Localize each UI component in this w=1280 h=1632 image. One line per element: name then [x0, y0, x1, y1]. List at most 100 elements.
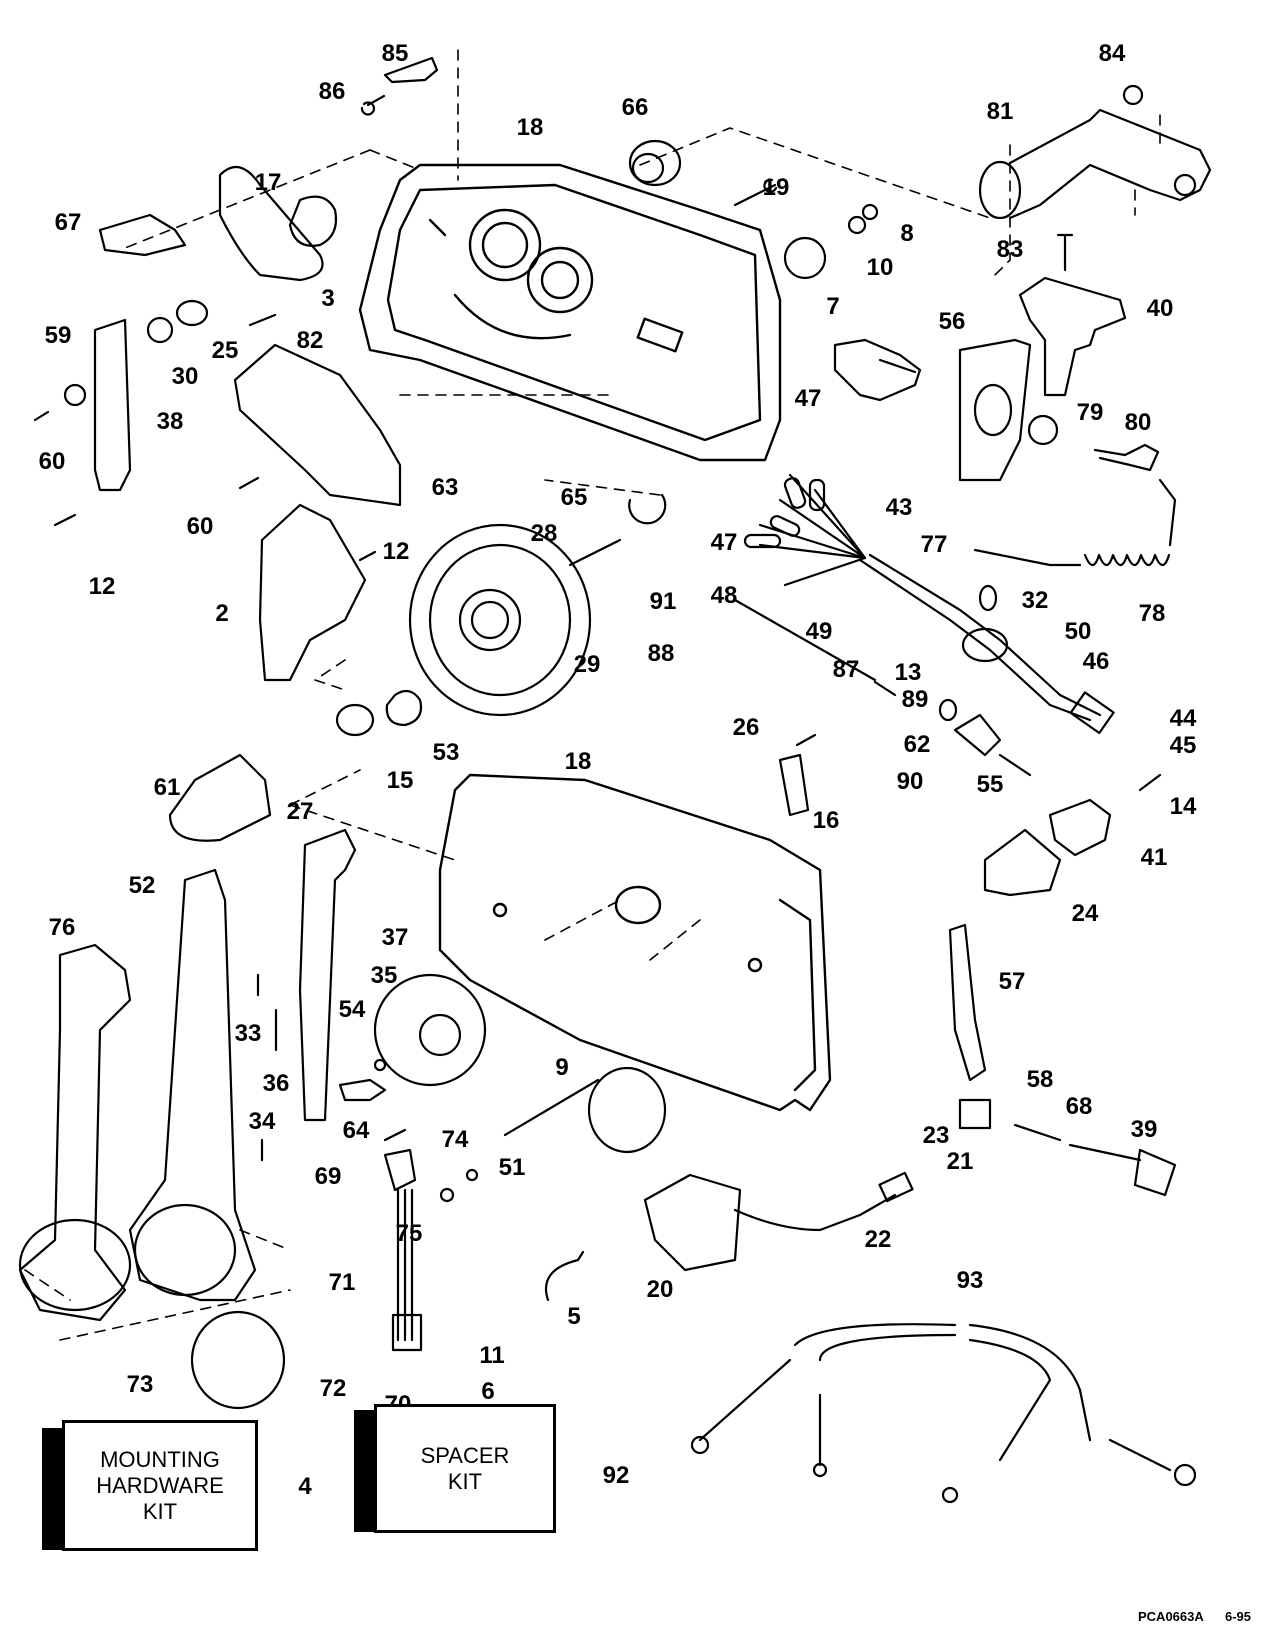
callout-40: 40	[1146, 295, 1174, 322]
callout-18: 18	[516, 114, 544, 141]
callout-63: 63	[431, 474, 459, 501]
callout-16: 16	[812, 807, 840, 834]
callout-3: 3	[321, 285, 335, 312]
screw-82	[248, 313, 277, 327]
washer-59	[63, 383, 87, 407]
figure-code: PCA0663A	[1138, 1609, 1204, 1624]
spacer-kit-box: SPACER KIT	[374, 1404, 556, 1533]
mounting-hardware-kit-label: MOUNTING HARDWARE KIT	[96, 1446, 224, 1524]
callout-29: 29	[573, 651, 601, 678]
bar-27	[298, 828, 357, 1122]
callout-46: 46	[1082, 648, 1110, 675]
callout-2: 2	[215, 600, 229, 627]
screw-35	[373, 1058, 387, 1072]
callout-57: 57	[998, 968, 1026, 995]
cover-51	[587, 1066, 667, 1154]
callout-10: 10	[866, 254, 894, 281]
callout-27: 27	[286, 798, 314, 825]
callout-26: 26	[732, 714, 760, 741]
callout-93: 93	[956, 1267, 984, 1294]
callout-59: 59	[44, 322, 72, 349]
callout-87: 87	[832, 656, 860, 683]
callout-47: 47	[794, 385, 822, 412]
spring-68	[1013, 1123, 1062, 1142]
mounting-hardware-kit-box: MOUNTING HARDWARE KIT	[62, 1420, 258, 1551]
callout-72: 72	[319, 1375, 347, 1402]
screw-64	[383, 1128, 407, 1142]
callout-12: 12	[88, 573, 116, 600]
callout-23: 23	[922, 1122, 950, 1149]
callout-76: 76	[48, 914, 76, 941]
callout-78: 78	[1138, 600, 1166, 627]
link-57	[948, 923, 987, 1082]
callout-34: 34	[248, 1108, 276, 1135]
trim-switch-69	[383, 1148, 423, 1352]
cover-56	[958, 338, 1032, 482]
screw-9	[503, 1078, 600, 1137]
callout-51: 51	[498, 1154, 526, 1181]
handle-76	[18, 943, 132, 1322]
screw-26	[795, 733, 817, 747]
callout-44: 44	[1169, 705, 1197, 732]
callout-25: 25	[211, 337, 239, 364]
handle-52	[128, 868, 257, 1302]
screw-86	[360, 94, 386, 116]
callout-21: 21	[946, 1148, 974, 1175]
ignition-switch-body	[833, 338, 922, 402]
plate-7	[783, 236, 827, 280]
callout-75: 75	[395, 1220, 423, 1247]
bolt-28	[568, 538, 622, 567]
upper-housing-part	[358, 163, 782, 462]
clip-85	[383, 56, 439, 84]
callout-67: 67	[54, 209, 82, 236]
spacer-kit-label: SPACER KIT	[420, 1442, 510, 1494]
callout-20: 20	[646, 1276, 674, 1303]
wire-87	[733, 598, 897, 697]
callout-53: 53	[432, 739, 460, 766]
callout-24: 24	[1071, 900, 1099, 927]
clip-54	[338, 1078, 387, 1102]
callout-4: 4	[298, 1473, 312, 1500]
callout-92: 92	[602, 1462, 630, 1489]
key-80	[1093, 443, 1160, 472]
washer-10	[847, 215, 867, 235]
block-58	[958, 1098, 992, 1130]
retainer-65	[628, 493, 667, 525]
screw-74	[465, 1168, 479, 1182]
pin-12	[53, 513, 77, 527]
callout-32: 32	[1021, 587, 1049, 614]
callout-89: 89	[901, 686, 929, 713]
callout-17: 17	[254, 169, 282, 196]
callout-38: 38	[156, 408, 184, 435]
arm-38	[93, 318, 132, 492]
callout-35: 35	[370, 962, 398, 989]
callout-6: 6	[481, 1378, 495, 1405]
callout-11: 11	[479, 1342, 505, 1369]
callout-37: 37	[381, 924, 409, 951]
bracket-40	[1018, 276, 1127, 397]
callout-33: 33	[234, 1020, 262, 1047]
callout-14: 14	[1169, 793, 1197, 820]
mounting-kit-shadow	[42, 1428, 64, 1550]
callout-68: 68	[1065, 1093, 1093, 1120]
ring-53	[385, 689, 423, 727]
cap-61	[168, 753, 272, 842]
nut-30	[146, 316, 174, 344]
callout-56: 56	[938, 308, 966, 335]
hub-29	[408, 523, 592, 717]
callout-69: 69	[314, 1163, 342, 1190]
callout-79: 79	[1076, 399, 1104, 426]
horn-20	[643, 1171, 914, 1272]
screw-14	[1138, 773, 1162, 792]
strap-5	[544, 1250, 585, 1302]
plate-24	[983, 828, 1062, 897]
screw-19	[733, 178, 778, 207]
plate-63	[233, 343, 402, 507]
wire-harness-43	[743, 473, 1115, 735]
callout-85: 85	[381, 40, 409, 67]
callout-41: 41	[1140, 844, 1168, 871]
callout-8: 8	[900, 220, 914, 247]
callout-28: 28	[530, 520, 558, 547]
callout-45: 45	[1169, 732, 1197, 759]
